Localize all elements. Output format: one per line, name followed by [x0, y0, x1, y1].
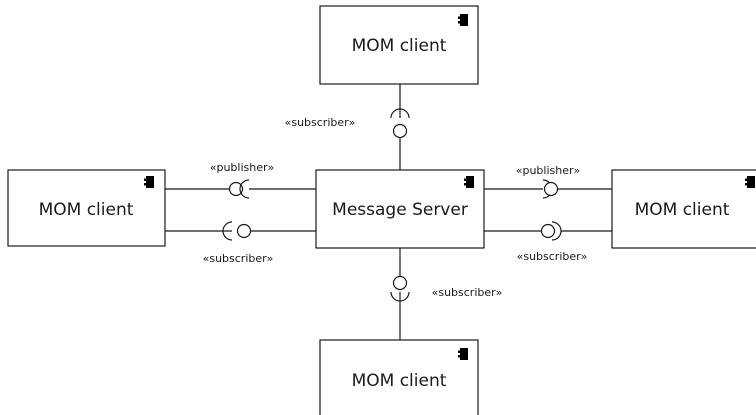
bottom-subscriber-interface	[390, 248, 410, 340]
top-client-label: MOM client	[352, 36, 447, 56]
top-subscriber-label: «subscriber»	[285, 116, 356, 129]
right-subscriber-interface	[484, 221, 612, 241]
server-label: Message Server	[332, 200, 468, 220]
left-subscriber-interface	[165, 221, 316, 241]
message-server[interactable]: Message Server	[315, 169, 485, 249]
left-publisher-label: «publisher»	[210, 161, 275, 174]
left-mom-client[interactable]: MOM client	[7, 169, 166, 247]
left-subscriber-label: «subscriber»	[203, 252, 274, 265]
right-mom-client[interactable]: MOM client	[611, 169, 756, 249]
bottom-subscriber-label: «subscriber»	[432, 286, 503, 299]
top-mom-client[interactable]: MOM client	[319, 5, 479, 85]
right-client-label: MOM client	[635, 200, 730, 220]
right-subscriber-label: «subscriber»	[517, 250, 588, 263]
right-publisher-label: «publisher»	[516, 164, 581, 177]
left-publisher-interface	[165, 179, 316, 199]
bottom-mom-client[interactable]: MOM client	[319, 339, 479, 415]
bottom-client-label: MOM client	[352, 371, 447, 391]
right-publisher-interface	[484, 179, 612, 199]
top-subscriber-interface	[390, 84, 410, 170]
left-client-label: MOM client	[39, 200, 134, 220]
